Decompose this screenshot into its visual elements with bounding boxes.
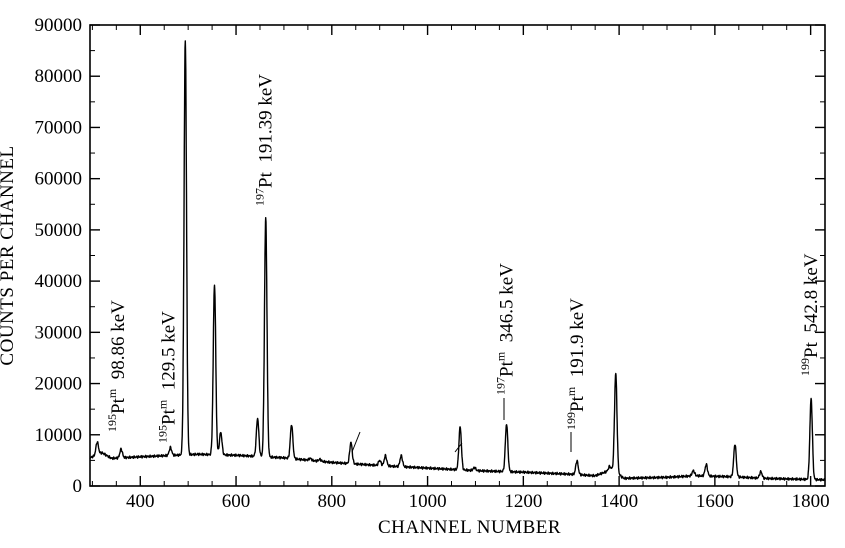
annotation-mass: 195 — [105, 414, 119, 432]
annotation-energy: 346.5 keV — [497, 263, 518, 352]
annotation-element: Pt — [108, 397, 129, 414]
peak-annotation: 199Pt 542.8 keV — [798, 253, 822, 376]
peak-annotation: 195Ptm 98.86 keV — [105, 300, 129, 432]
annotation-element: Pt — [801, 341, 822, 358]
y-tick-label: 70000 — [35, 117, 83, 138]
y-tick-label: 0 — [73, 476, 83, 497]
y-tick-label: 40000 — [35, 271, 83, 292]
y-tick-label: 20000 — [35, 374, 83, 395]
annotation-mass: 199 — [798, 358, 812, 376]
annotation-energy: 542.8 keV — [801, 253, 822, 342]
y-tick-label: 30000 — [35, 322, 83, 343]
annotation-energy: 191.9 keV — [567, 298, 588, 387]
annotation-mass: 199 — [564, 412, 578, 430]
annotation-state: m — [494, 351, 508, 361]
annotation-element: Pt — [567, 395, 588, 412]
annotation-energy: 191.39 keV — [256, 74, 277, 172]
x-tick-label: 1800 — [792, 491, 830, 512]
annotation-mass: 195 — [155, 425, 169, 443]
x-tick-label: 1600 — [696, 491, 734, 512]
y-tick-label: 60000 — [35, 169, 83, 190]
annotation-leader — [454, 442, 463, 453]
annotation-leader — [351, 431, 361, 453]
annotation-state: m — [155, 399, 169, 409]
x-axis-title: CHANNEL NUMBER — [378, 517, 561, 538]
y-tick-label: 80000 — [35, 66, 83, 87]
y-tick-label: 50000 — [35, 220, 83, 241]
x-tick-label: 600 — [222, 491, 251, 512]
x-tick-label: 800 — [318, 491, 347, 512]
spectrum-line — [89, 40, 826, 482]
x-tick-label: 400 — [126, 491, 155, 512]
y-tick-label: 90000 — [35, 15, 83, 36]
x-tick-label: 1000 — [409, 491, 447, 512]
y-tick-label: 10000 — [35, 425, 83, 446]
annotation-energy: 98.86 keV — [108, 300, 129, 389]
annotation-state: m — [564, 386, 578, 396]
annotation-element: Pt — [256, 171, 277, 188]
peak-annotation: 197Ptm 346.5 keV — [494, 263, 518, 395]
peak-annotation: 195Ptm 129.5 keV — [155, 311, 179, 443]
peak-annotation: 197Pt 191.39 keV — [253, 74, 277, 206]
y-axis-title: COUNTS PER CHANNEL — [0, 145, 18, 365]
annotation-state: m — [105, 388, 119, 398]
annotation-energy: 129.5 keV — [158, 311, 179, 400]
plot-frame — [89, 24, 826, 487]
annotation-mass: 197 — [253, 188, 267, 206]
x-tick-label: 1400 — [600, 491, 638, 512]
annotation-mass: 197 — [494, 377, 508, 395]
peak-annotation: 199Ptm 191.9 keV — [564, 298, 588, 430]
annotation-element: Pt — [497, 360, 518, 377]
x-tick-label: 1200 — [504, 491, 542, 512]
annotation-element: Pt — [158, 408, 179, 425]
